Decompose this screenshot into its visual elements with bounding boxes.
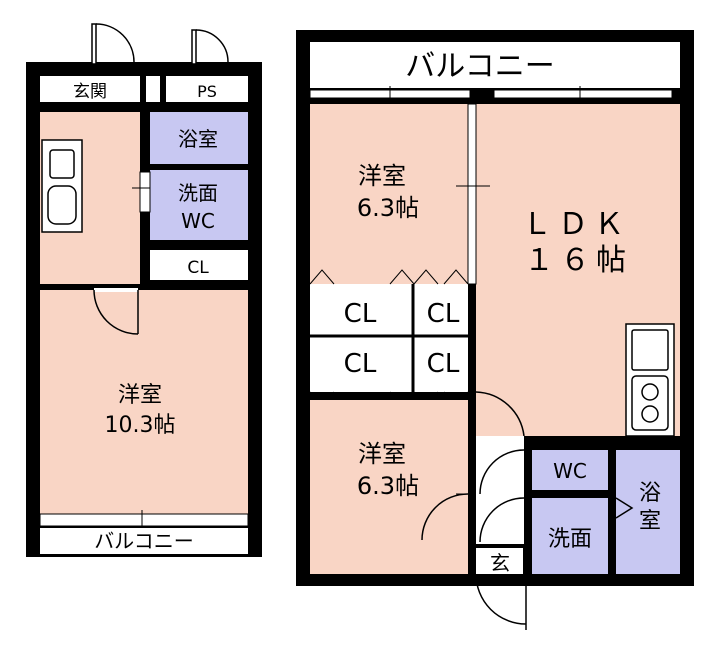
door-swing-icon bbox=[191, 29, 229, 65]
right-entrance-label: 玄 bbox=[490, 551, 510, 575]
left-washroom-door bbox=[139, 171, 151, 213]
left-washroom-area bbox=[150, 170, 248, 240]
right-window-2 bbox=[493, 89, 673, 99]
left-balcony-label: バルコニー bbox=[94, 529, 194, 553]
door-swing-icon bbox=[421, 391, 634, 630]
right-closet-block bbox=[310, 284, 468, 392]
right-room2-size: 6.3帖 bbox=[357, 472, 419, 500]
right-bath-label-1: 浴 bbox=[639, 481, 661, 506]
left-balcony-rail bbox=[39, 513, 249, 527]
right-closet-c-label: CL bbox=[344, 349, 377, 379]
right-ldk-size: １６帖 bbox=[524, 243, 632, 278]
stove-burner-icon bbox=[631, 375, 669, 431]
closet-zigzag-top bbox=[309, 269, 469, 285]
right-corridor-area bbox=[476, 436, 524, 544]
left-ps-label: PS bbox=[197, 82, 217, 101]
left-room-size: 10.3帖 bbox=[105, 413, 176, 438]
right-bath-label-2: 室 bbox=[639, 509, 661, 534]
right-wc-label: WC bbox=[553, 459, 587, 483]
right-room1-name: 洋室 bbox=[358, 162, 406, 190]
left-floor-plan: 玄関 PS 浴室 洗面 WC CL 洋室 10.3帖 バルコニー bbox=[26, 23, 262, 557]
right-room2-name: 洋室 bbox=[358, 440, 406, 468]
left-wc-label: WC bbox=[181, 209, 215, 233]
right-room2-area bbox=[310, 400, 468, 574]
door-swing-icon bbox=[91, 23, 135, 65]
right-balcony-label: バルコニー bbox=[405, 49, 554, 84]
right-wash-area bbox=[532, 498, 608, 574]
left-entrance-area bbox=[40, 76, 140, 102]
right-ldk-name: ＬＤＫ bbox=[522, 207, 630, 242]
left-room-name: 洋室 bbox=[118, 383, 162, 408]
left-bath-area bbox=[150, 112, 248, 164]
right-closet-b-label: CL bbox=[427, 299, 460, 329]
right-balcony-area bbox=[310, 42, 680, 88]
right-wash-label: 洗面 bbox=[548, 527, 592, 552]
left-balcony-area bbox=[40, 528, 248, 554]
right-closet-d-label: CL bbox=[427, 349, 460, 379]
left-main-room-area bbox=[40, 290, 248, 514]
right-room1-area bbox=[310, 104, 468, 284]
right-sliding-partition bbox=[467, 103, 477, 285]
left-washroom-label: 洗面 bbox=[178, 181, 218, 205]
sink-icon bbox=[41, 139, 83, 233]
left-entrance-label: 玄関 bbox=[73, 82, 107, 102]
left-gap-area bbox=[146, 76, 160, 102]
left-bath-label: 浴室 bbox=[178, 127, 218, 151]
right-floor-plan: バルコニー 洋室 6.3帖 ＬＤＫ １６帖 CL CL CL CL 洋室 6.3… bbox=[296, 30, 694, 630]
right-entrance-area bbox=[476, 548, 524, 574]
right-closet-a-label: CL bbox=[344, 299, 377, 329]
right-room1-size: 6.3帖 bbox=[357, 194, 419, 222]
right-wc-area bbox=[532, 450, 608, 490]
left-closet-area bbox=[150, 250, 248, 280]
left-closet-label: CL bbox=[187, 258, 209, 278]
door-swing-icon bbox=[93, 288, 139, 335]
left-ps-area bbox=[166, 76, 248, 102]
